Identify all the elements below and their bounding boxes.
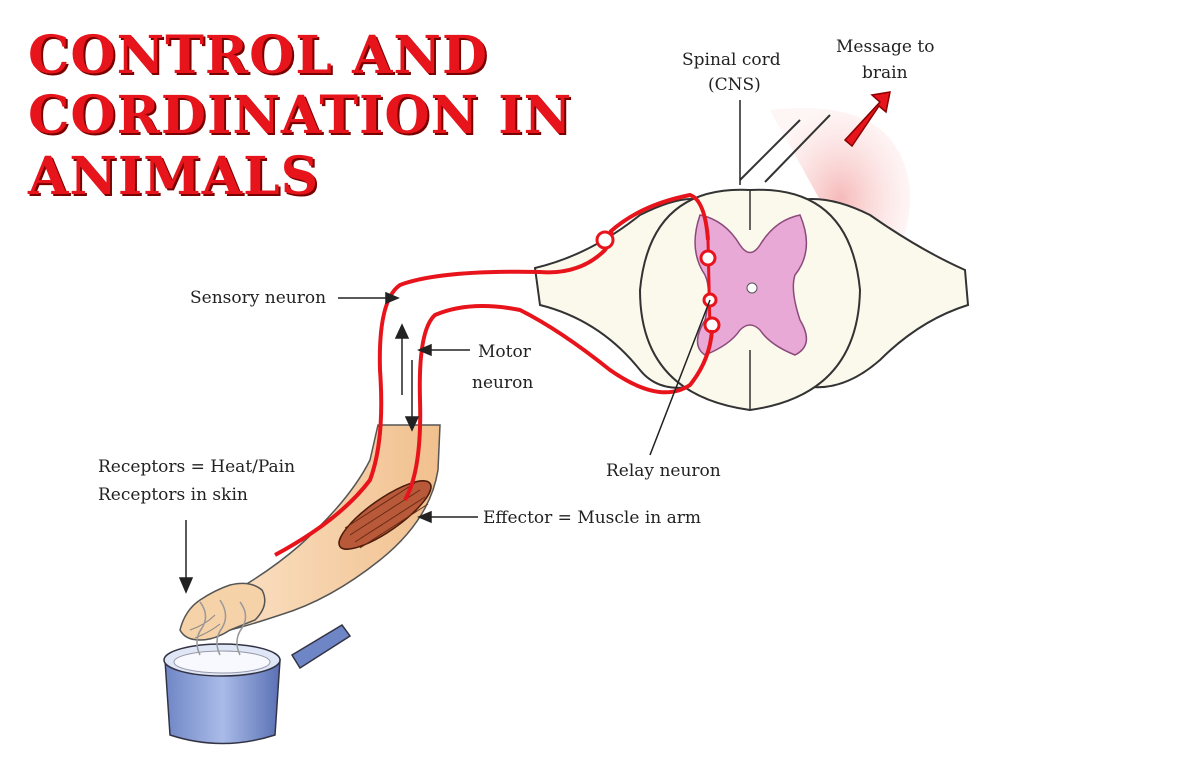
title-line-3: ANIMALS xyxy=(28,145,320,207)
motor-neuron-path xyxy=(403,304,714,501)
hot-pot xyxy=(163,624,352,745)
title-line-2: CORDINATION IN xyxy=(28,85,573,147)
title-line-1: CONTROL AND xyxy=(28,25,489,86)
label-relay-neuron: Relay neuron xyxy=(606,461,721,481)
label-motor-1: Motor xyxy=(478,342,532,362)
sensory-neuron-path xyxy=(274,228,614,557)
hand xyxy=(179,582,266,641)
sensory-ganglion xyxy=(595,230,615,250)
label-effector: Effector = Muscle in arm xyxy=(483,508,701,528)
label-sensory-neuron: Sensory neuron xyxy=(190,288,326,308)
steam xyxy=(196,599,247,656)
brain-arrow xyxy=(739,91,891,183)
page-title: CONTROL AND CORDINATION IN ANIMALS xyxy=(28,25,588,207)
label-spinal-cord-2: (CNS) xyxy=(708,75,761,95)
direction-arrows xyxy=(394,323,420,432)
label-message-1: Message to xyxy=(836,37,934,57)
label-spinal-cord-1: Spinal cord xyxy=(682,50,781,70)
label-message-2: brain xyxy=(862,63,908,83)
label-receptors-1: Receptors = Heat/Pain xyxy=(98,457,295,477)
leader-relay xyxy=(649,299,711,456)
label-receptors-2: Receptors in skin xyxy=(98,485,248,505)
label-motor-2: neuron xyxy=(472,373,533,393)
